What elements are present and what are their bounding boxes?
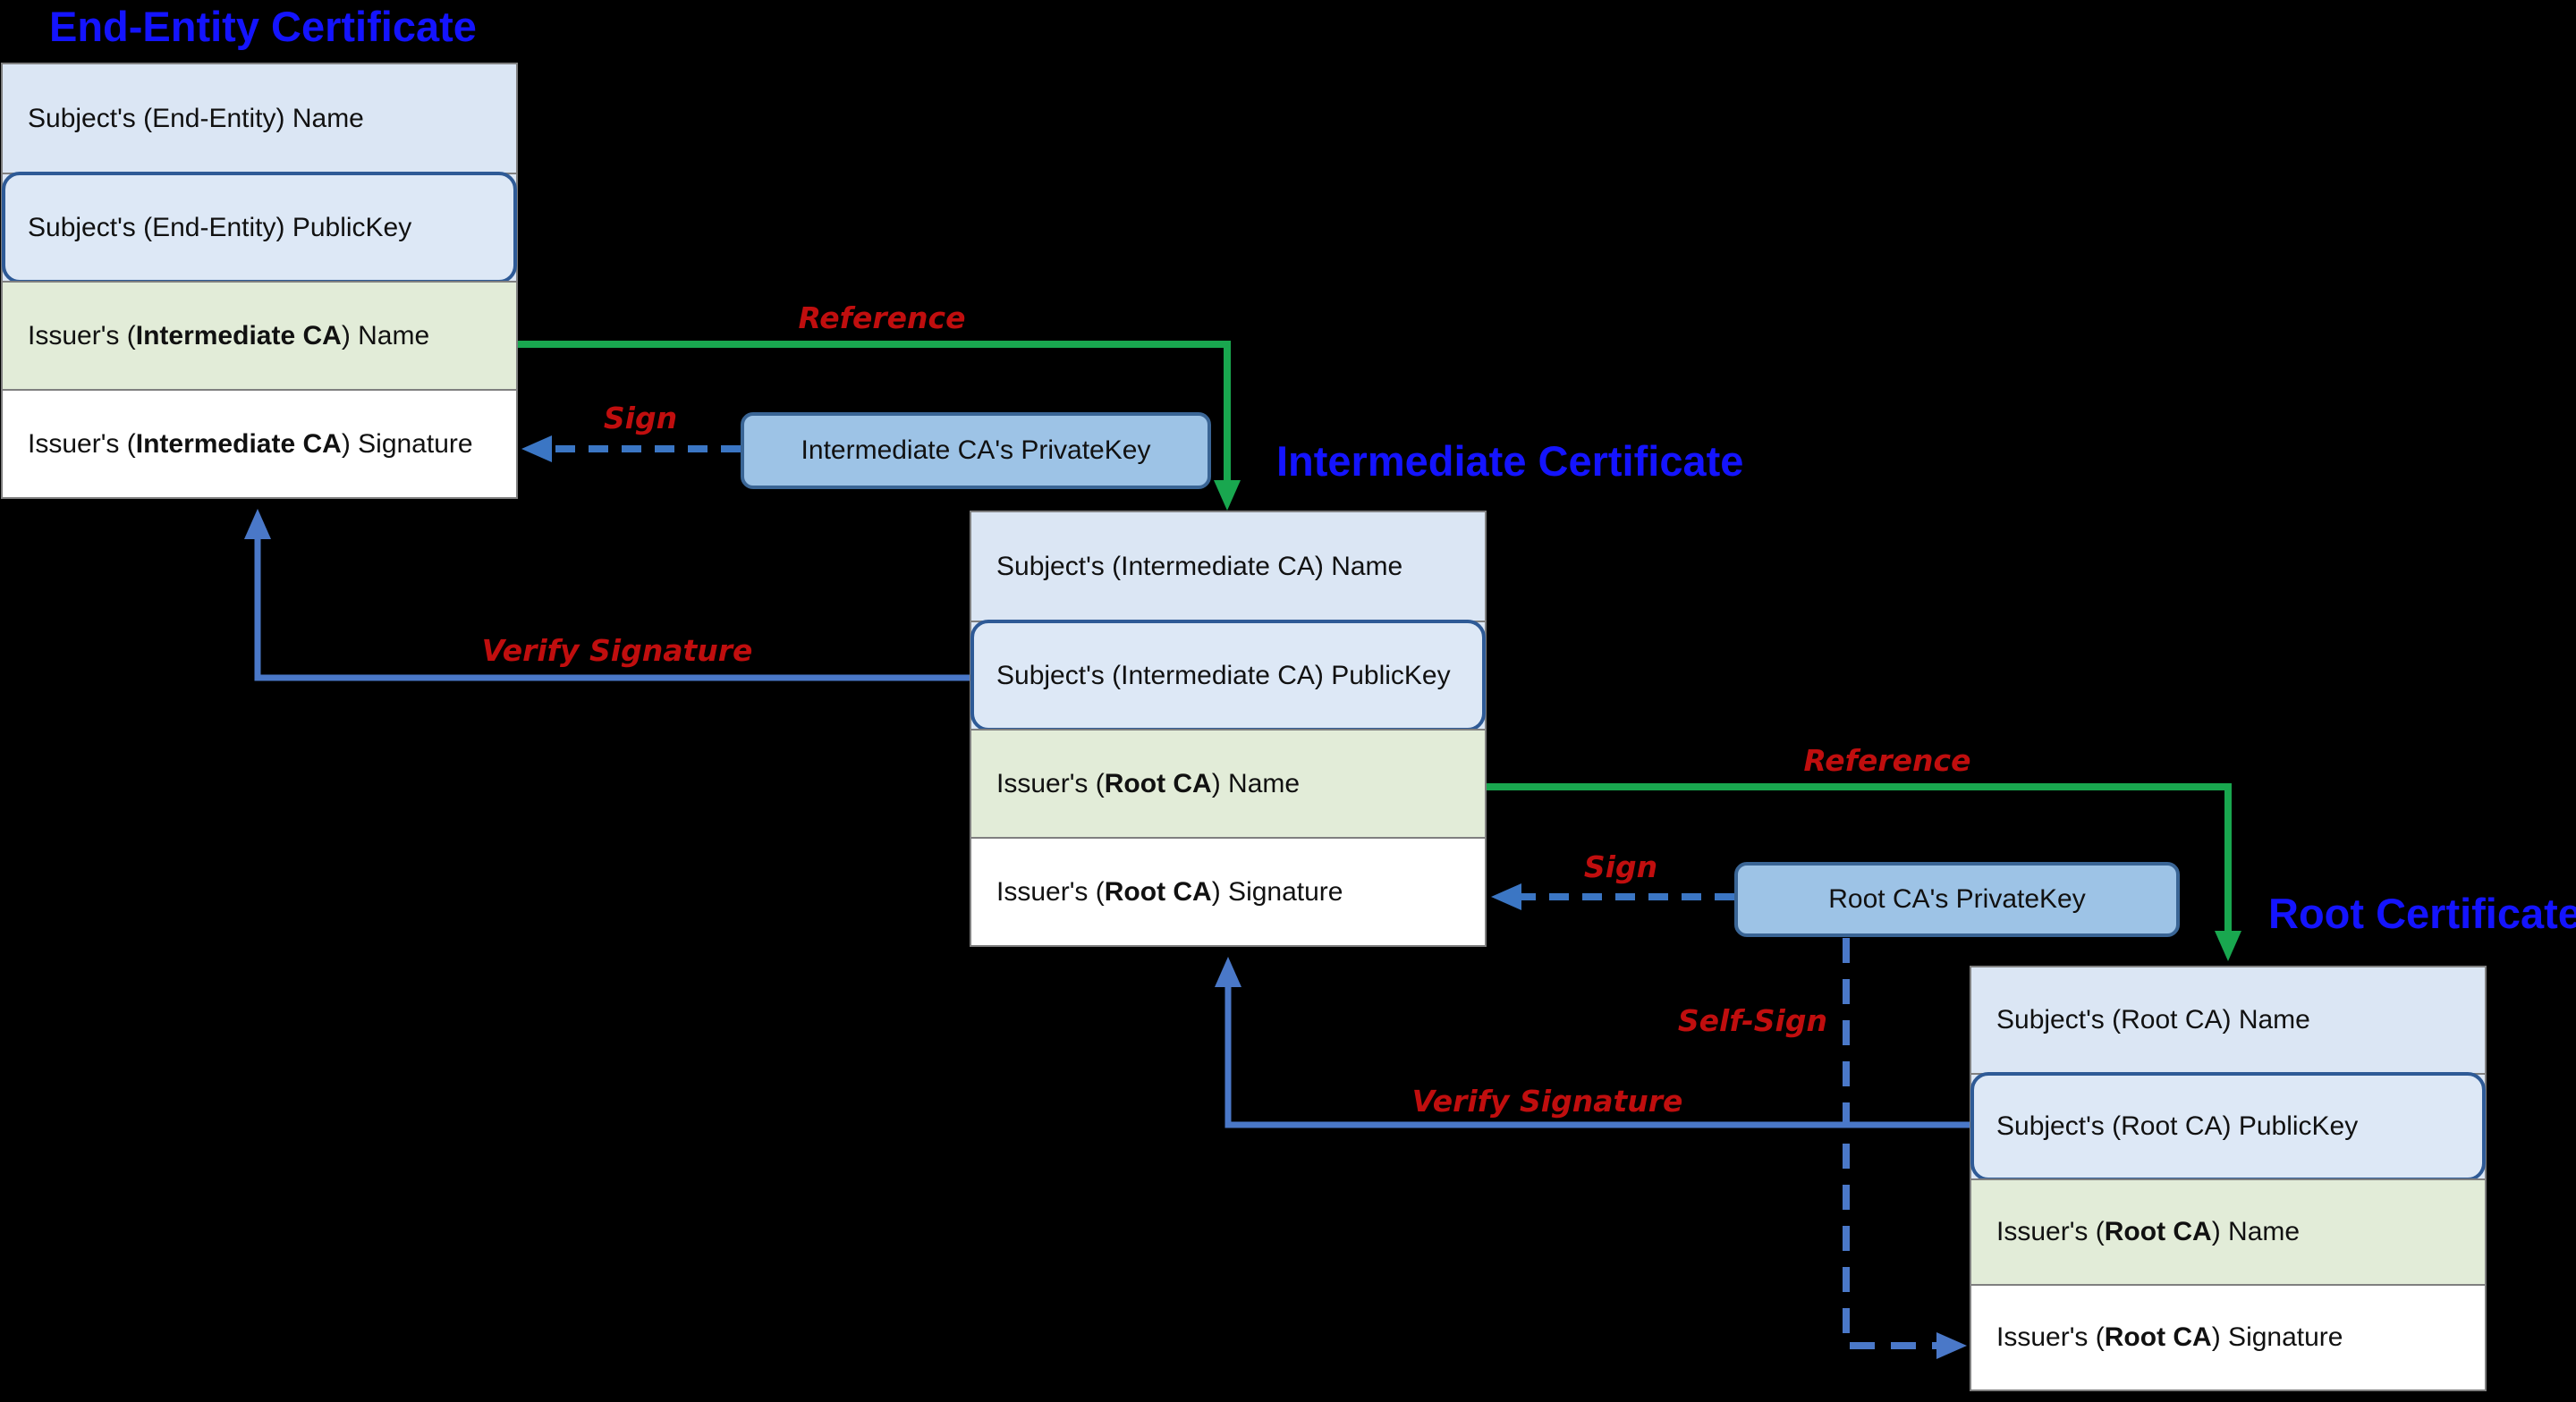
row-text: Issuer's ( — [28, 428, 136, 459]
intermediate-ca-privatekey-box: Intermediate CA's PrivateKey — [741, 412, 1211, 489]
end-entity-certificate-box: Subject's (End-Entity) Name Subject's (E… — [1, 63, 518, 499]
row-issuer-signature: Issuer's (Root CA) Signature — [1971, 1284, 2485, 1389]
row-text-bold: Intermediate CA — [135, 320, 342, 350]
row-subject-name: Subject's (Root CA) Name — [1971, 967, 2485, 1073]
self-sign-label: Self-Sign — [1677, 1003, 1827, 1038]
row-text: ) Name — [341, 320, 430, 350]
row-issuer-signature: Issuer's (Root CA) Signature — [971, 837, 1485, 945]
row-text: Subject's (Intermediate CA) Name — [996, 551, 1403, 581]
root-certificate-box: Subject's (Root CA) Name Subject's (Root… — [1970, 966, 2487, 1391]
row-text: Issuer's ( — [996, 768, 1105, 798]
row-issuer-signature: Issuer's (Intermediate CA) Signature — [3, 389, 516, 497]
self-sign-arrow — [1843, 938, 1967, 1359]
row-subject-publickey: Subject's (Root CA) PublicKey — [1970, 1072, 2486, 1181]
end-entity-certificate-title: End-Entity Certificate — [49, 3, 477, 50]
privatekey-label: Root CA's PrivateKey — [1828, 884, 2086, 914]
row-text: Issuer's ( — [996, 876, 1105, 907]
row-text-bold: Intermediate CA — [135, 428, 342, 459]
row-text: Subject's (End-Entity) Name — [28, 103, 364, 133]
root-ca-privatekey-box: Root CA's PrivateKey — [1734, 862, 2180, 937]
row-text: ) Signature — [2211, 1322, 2343, 1352]
verify-signature-label-2: Verify Signature — [1411, 1084, 1683, 1119]
row-text: Subject's (Root CA) Name — [1996, 1005, 2310, 1035]
row-text: Subject's (Intermediate CA) PublicKey — [996, 660, 1451, 690]
row-text-bold: Root CA — [2104, 1217, 2212, 1246]
row-text-bold: Root CA — [1104, 876, 1212, 907]
row-text: Issuer's ( — [1996, 1217, 2105, 1246]
verify-signature-label-1: Verify Signature — [481, 633, 753, 668]
root-certificate-title: Root Certificate — [2268, 890, 2576, 937]
sign-label-1: Sign — [603, 401, 678, 435]
reference-label-2: Reference — [1803, 743, 1971, 778]
row-text: Subject's (End-Entity) PublicKey — [28, 212, 412, 242]
row-issuer-name: Issuer's (Root CA) Name — [1971, 1178, 2485, 1284]
row-issuer-name: Issuer's (Root CA) Name — [971, 729, 1485, 837]
row-text: ) Name — [1211, 768, 1301, 798]
row-subject-name: Subject's (Intermediate CA) Name — [971, 512, 1485, 621]
row-issuer-name: Issuer's (Intermediate CA) Name — [3, 281, 516, 389]
row-text-bold: Root CA — [2104, 1322, 2212, 1352]
row-text: Issuer's ( — [1996, 1322, 2105, 1352]
row-text: Subject's (Root CA) PublicKey — [1996, 1111, 2359, 1141]
intermediate-certificate-title: Intermediate Certificate — [1276, 437, 1744, 485]
sign-label-2: Sign — [1583, 849, 1658, 884]
reference-label-1: Reference — [798, 300, 966, 335]
row-text: Issuer's ( — [28, 320, 136, 350]
row-text-bold: Root CA — [1104, 768, 1212, 798]
row-subject-name: Subject's (End-Entity) Name — [3, 64, 516, 173]
row-subject-publickey: Subject's (End-Entity) PublicKey — [2, 172, 517, 283]
row-subject-publickey: Subject's (Intermediate CA) PublicKey — [970, 620, 1486, 731]
privatekey-label: Intermediate CA's PrivateKey — [801, 435, 1151, 465]
row-text: ) Name — [2211, 1217, 2301, 1246]
row-text: ) Signature — [1211, 876, 1343, 907]
intermediate-certificate-box: Subject's (Intermediate CA) Name Subject… — [970, 511, 1487, 947]
row-text: ) Signature — [341, 428, 473, 459]
